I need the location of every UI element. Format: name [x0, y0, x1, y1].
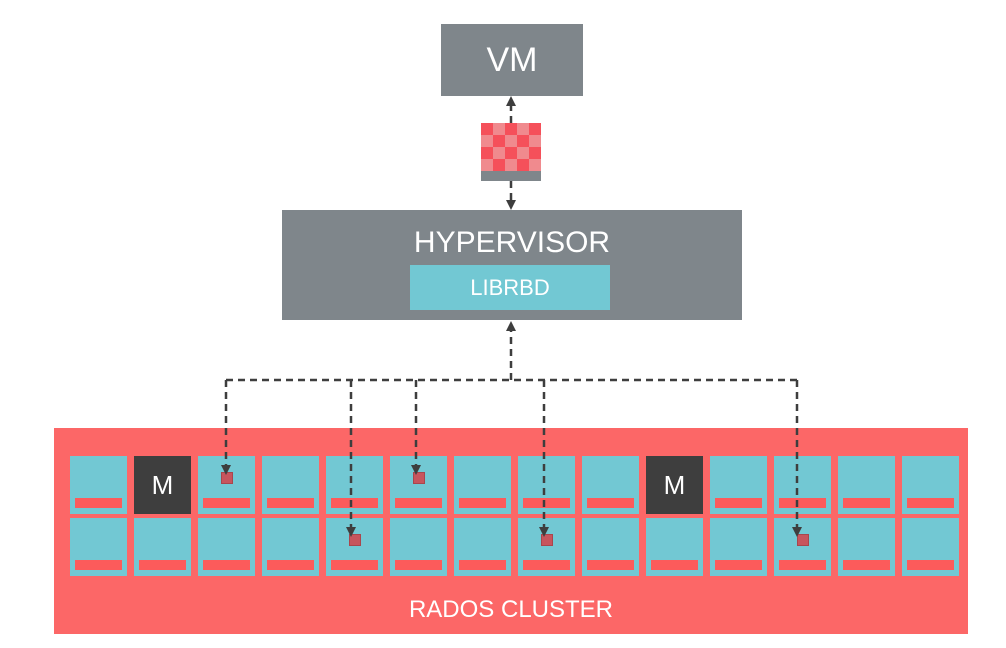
osd-bar — [459, 498, 506, 508]
osd-bar — [395, 560, 442, 570]
osd-bar — [907, 560, 954, 570]
osd-node — [262, 518, 319, 576]
osd-bar — [523, 560, 570, 570]
osd-bar — [907, 498, 954, 508]
osd-bar — [715, 560, 762, 570]
osd-node — [774, 518, 831, 576]
osd-bar — [139, 560, 186, 570]
osd-bar — [267, 560, 314, 570]
osd-bar — [651, 560, 698, 570]
osd-node — [774, 456, 831, 514]
osd-node — [518, 456, 575, 514]
osd-node — [134, 518, 191, 576]
osd-node — [710, 456, 767, 514]
osd-node — [70, 456, 127, 514]
osd-bar — [523, 498, 570, 508]
osd-bar — [587, 560, 634, 570]
monitor-node: M — [134, 456, 191, 514]
osd-node — [646, 518, 703, 576]
osd-node — [902, 518, 959, 576]
osd-bar — [395, 498, 442, 508]
osd-node — [454, 456, 511, 514]
osd-bar — [779, 498, 826, 508]
osd-node — [710, 518, 767, 576]
osd-bar — [267, 498, 314, 508]
osd-bar — [331, 560, 378, 570]
osd-node — [582, 518, 639, 576]
osd-node — [326, 456, 383, 514]
osd-node — [70, 518, 127, 576]
osd-node — [838, 518, 895, 576]
osd-bar — [843, 498, 890, 508]
osd-node — [838, 456, 895, 514]
cluster-label: RADOS CLUSTER — [408, 596, 614, 623]
osd-bar — [715, 498, 762, 508]
osd-bar — [843, 560, 890, 570]
osd-bar — [75, 498, 122, 508]
hypervisor-label: HYPERVISOR — [413, 226, 611, 259]
hypervisor-node: HYPERVISOR LIBRBD — [282, 210, 742, 320]
osd-node — [902, 456, 959, 514]
osd-node — [454, 518, 511, 576]
rados-cluster: M M RADOS CLUSTER — [54, 428, 968, 634]
osd-bar — [459, 560, 506, 570]
osd-node — [582, 456, 639, 514]
osd-node — [390, 518, 447, 576]
monitor-label: M — [663, 469, 686, 500]
osd-node — [198, 518, 255, 576]
monitor-label: M — [151, 469, 174, 500]
image-block-icon — [481, 123, 541, 181]
osd-node — [262, 456, 319, 514]
osd-bar — [75, 560, 122, 570]
vm-node: VM — [441, 24, 583, 96]
osd-bar — [587, 498, 634, 508]
osd-bar — [331, 498, 378, 508]
osd-bar — [779, 560, 826, 570]
osd-bar — [203, 560, 250, 570]
monitor-node: M — [646, 456, 703, 514]
librbd-label: LIBRBD — [470, 274, 550, 300]
object-block — [797, 534, 809, 546]
vm-label: VM — [486, 40, 538, 79]
librbd-module: LIBRBD — [410, 265, 610, 310]
osd-node — [326, 518, 383, 576]
osd-bar — [203, 498, 250, 508]
